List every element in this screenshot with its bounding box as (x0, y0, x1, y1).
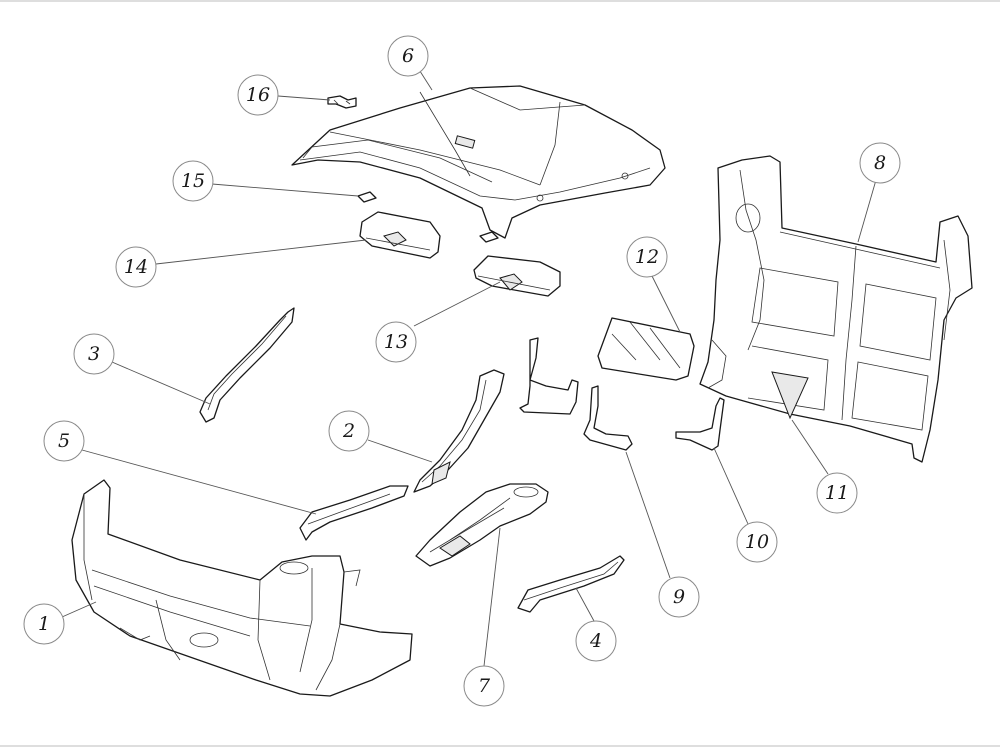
callout-label-4: 4 (589, 630, 602, 652)
leader-5 (81, 449, 317, 515)
callout-balloon-5: 5 (43, 420, 85, 462)
callout-balloon-12: 12 (626, 236, 668, 278)
callout-balloon-16: 16 (237, 74, 279, 116)
callout-label-7: 7 (478, 675, 491, 697)
callout-label-14: 14 (124, 256, 148, 278)
callout-label-2: 2 (342, 420, 355, 442)
callout-balloon-13: 13 (375, 321, 417, 363)
part-center-console (415, 483, 549, 567)
callout-balloon-7: 7 (463, 665, 505, 707)
callout-balloon-1: 1 (23, 603, 65, 645)
callout-label-3: 3 (88, 343, 100, 365)
callout-label-9: 9 (673, 586, 685, 608)
part-trim-strip-b (583, 385, 633, 451)
leader-10 (713, 447, 749, 525)
callout-label-12: 12 (635, 246, 659, 268)
part-roof (291, 85, 666, 239)
leader-3 (111, 361, 211, 405)
part-trim-strip-a (519, 337, 579, 415)
part-front-dash (71, 479, 413, 697)
callout-balloon-3: 3 (73, 333, 115, 375)
callout-balloon-10: 10 (736, 521, 778, 563)
callout-label-15: 15 (181, 170, 205, 192)
callout-label-11: 11 (825, 482, 849, 504)
leader-11 (791, 419, 829, 475)
leader-13 (413, 281, 501, 327)
leader-15 (211, 183, 359, 197)
part-small-clip (357, 191, 499, 243)
part-rear-sill-trim (517, 555, 625, 613)
callout-balloon-8: 8 (859, 142, 901, 184)
part-glass-panel (597, 317, 695, 381)
callout-label-5: 5 (58, 430, 70, 452)
callout-balloon-11: 11 (816, 472, 858, 514)
callout-label-8: 8 (874, 152, 886, 174)
leader-9 (625, 451, 671, 579)
callout-balloon-14: 14 (115, 246, 157, 288)
part-b-pillar-trim (413, 369, 505, 493)
part-rear-bulkhead (699, 155, 973, 463)
callout-label-16: 16 (246, 84, 270, 106)
callout-balloon-6: 6 (387, 35, 429, 77)
leader-4 (575, 587, 595, 622)
callout-balloon-15: 15 (172, 160, 214, 202)
callout-label-1: 1 (38, 613, 50, 635)
part-sun-visor-left (359, 211, 441, 259)
callout-label-13: 13 (384, 331, 408, 353)
leader-2 (367, 439, 433, 463)
callout-label-10: 10 (745, 531, 769, 553)
leader-12 (651, 275, 681, 333)
callout-label-6: 6 (402, 45, 414, 67)
leader-16 (277, 95, 331, 101)
leader-7 (483, 527, 501, 667)
callout-balloon-2: 2 (328, 410, 370, 452)
part-bracket-clip (327, 95, 357, 109)
part-a-pillar-trim (199, 307, 295, 423)
part-sun-visor-right (473, 255, 561, 297)
leader-8 (857, 179, 877, 243)
leader-1 (61, 601, 97, 618)
leader-14 (155, 239, 367, 265)
callout-balloon-4: 4 (575, 620, 617, 662)
part-sill-trim (299, 485, 409, 541)
callout-balloon-9: 9 (658, 576, 700, 618)
part-trim-strip-c (675, 397, 725, 451)
